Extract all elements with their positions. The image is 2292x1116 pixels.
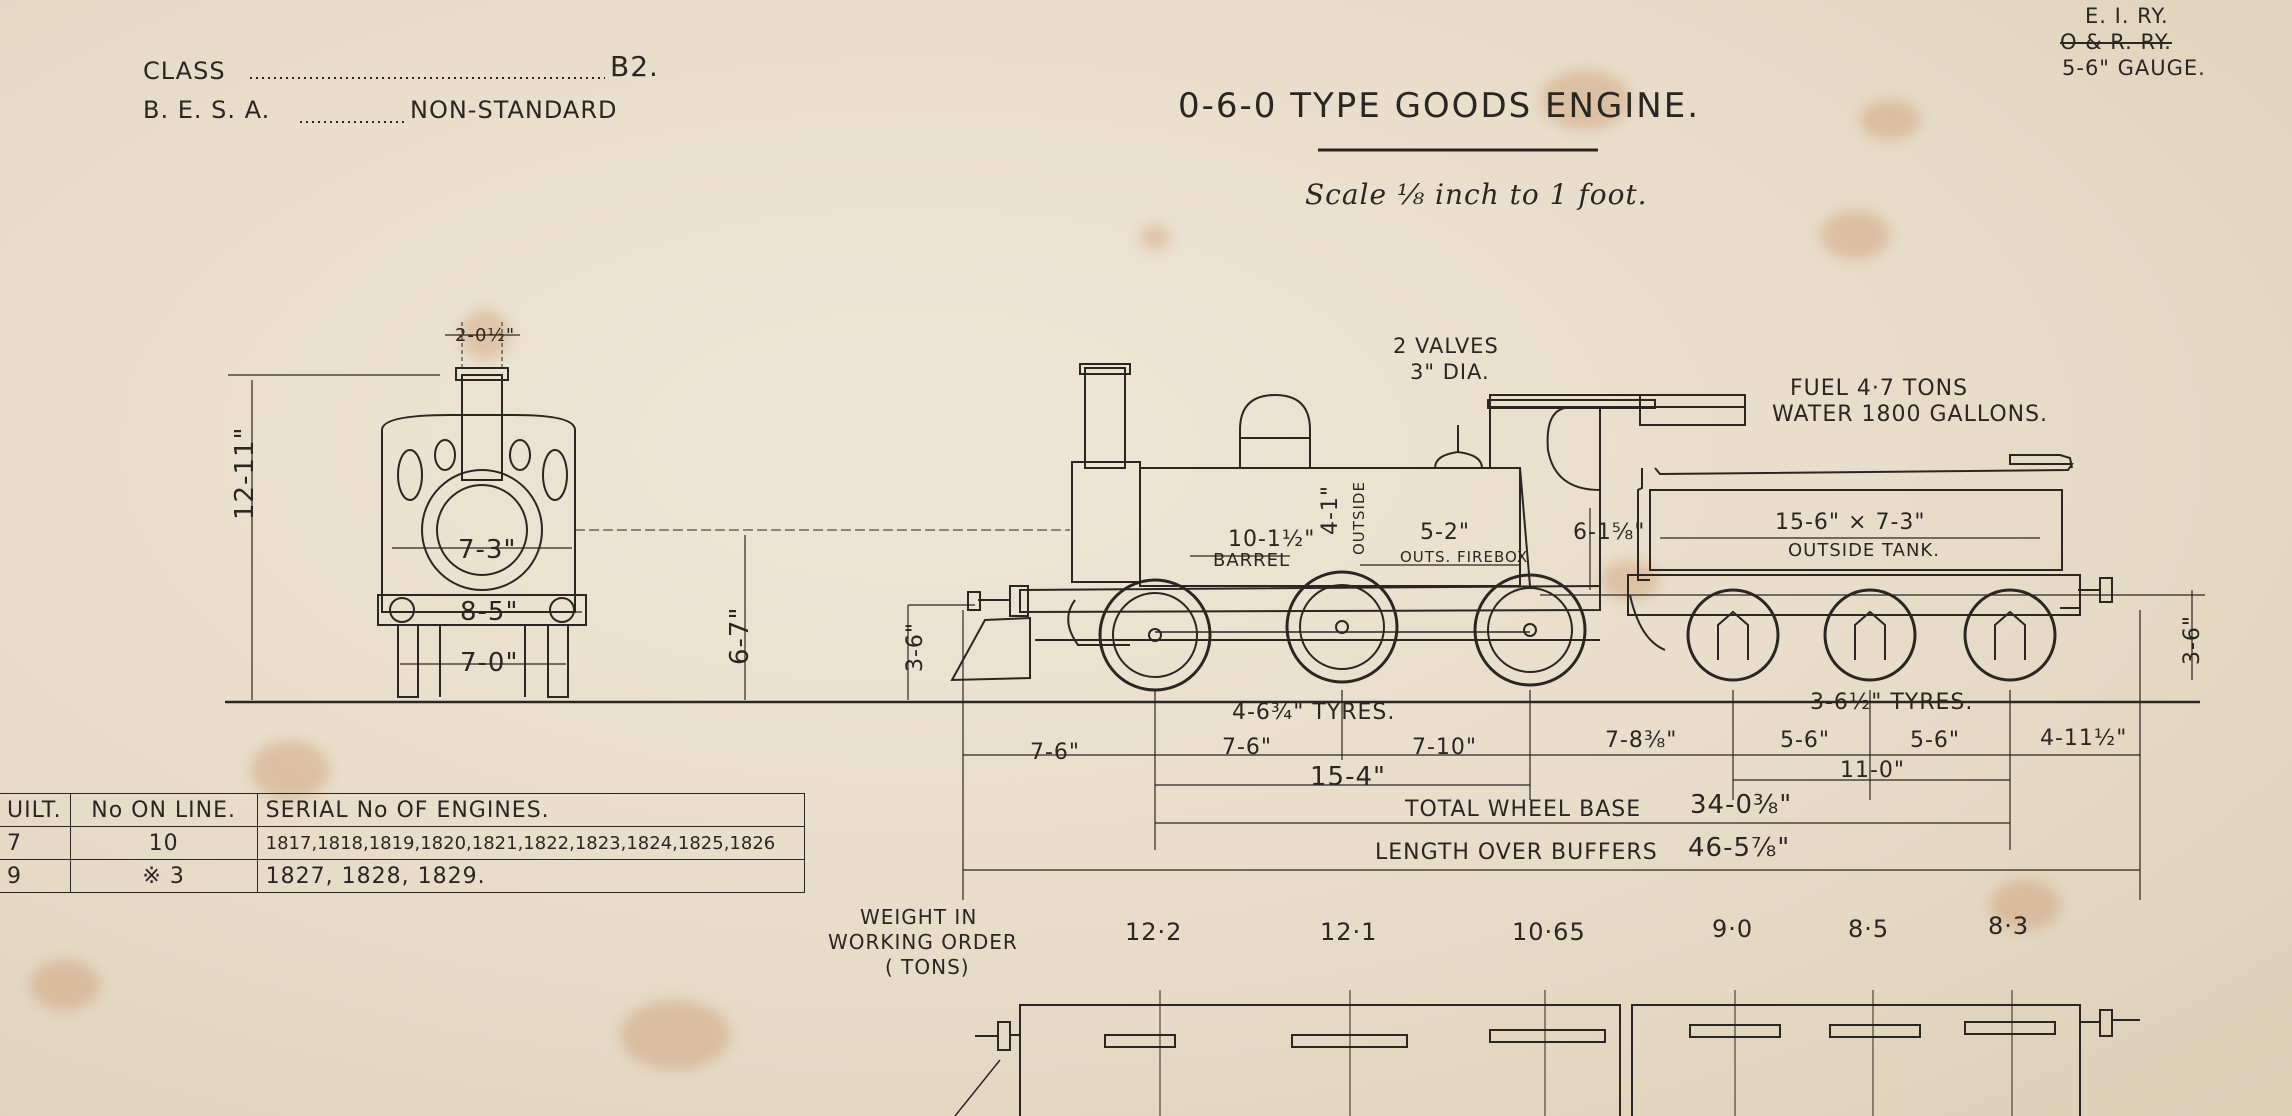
tender-tyres: 3-6½" TYRES.	[1810, 690, 1974, 715]
weight-value: 8·3	[1988, 912, 2030, 940]
class-label: CLASS	[143, 57, 226, 85]
stain	[1140, 225, 1170, 250]
side-dimension-lines	[907, 508, 2205, 900]
plan-view	[954, 990, 2140, 1116]
tank-size: 15-6" × 7-3"	[1775, 510, 1926, 535]
railway-1: E. I. RY.	[2085, 4, 2169, 28]
engine-register-table: UILT. No ON LINE. SERIAL No OF ENGINES. …	[0, 793, 805, 893]
firebox-height: 6-1⅝"	[1573, 520, 1646, 545]
length-over-buffers-label: LENGTH OVER BUFFERS	[1375, 840, 1658, 865]
weight-label-2: WORKING ORDER	[828, 930, 1018, 954]
stain	[1540, 70, 1630, 130]
cell-built: 7	[0, 826, 71, 860]
engine-wheelbase: 15-4"	[1310, 762, 1386, 792]
cell-serial-numbers: 1827, 1828, 1829.	[256, 859, 805, 893]
tender-buffer-height: 3-6"	[2180, 614, 2205, 665]
weight-label-1: WEIGHT IN	[860, 905, 978, 929]
weight-value: 12·1	[1320, 918, 1378, 946]
firebox-length: 5-2"	[1420, 520, 1471, 545]
stain	[1860, 100, 1920, 140]
engine-tyres: 4-6¾" TYRES.	[1232, 700, 1396, 725]
front-view-engine	[228, 322, 1070, 700]
firebox-label: OUTS. FIREBOX	[1400, 548, 1529, 566]
valves-line1: 2 VALVES	[1393, 334, 1499, 358]
header-serial-numbers: SERIAL No OF ENGINES.	[256, 793, 805, 827]
dim-buffer-to-leading: 7-6"	[1030, 740, 1081, 765]
weight-value: 8·5	[1848, 915, 1890, 943]
front-buffer-width: 8-5"	[460, 597, 519, 627]
front-frame-width: 7-0"	[460, 648, 519, 678]
table-header-row: UILT. No ON LINE. SERIAL No OF ENGINES.	[0, 793, 805, 827]
side-view-engine	[950, 363, 1656, 692]
dim-tender-1-2: 5-6"	[1780, 728, 1831, 753]
outside-label: OUTSIDE	[1350, 481, 1368, 555]
barrel-label: BARREL	[1213, 550, 1291, 571]
front-boiler-width: 7-3"	[458, 535, 517, 565]
stain	[1990, 880, 2060, 930]
stain	[250, 740, 330, 800]
weight-label-3: ( TONS)	[885, 955, 970, 979]
weight-value: 10·65	[1512, 918, 1586, 946]
drawing-title: 0-6-0 TYPE GOODS ENGINE.	[1178, 86, 1701, 126]
water-capacity: WATER 1800 GALLONS.	[1772, 402, 2049, 427]
boiler-centre-height: 6-7"	[725, 606, 755, 665]
weight-value: 9·0	[1712, 915, 1754, 943]
barrel-length: 10-1½"	[1228, 527, 1316, 552]
table-row: 9 ※ 3 1827, 1828, 1829.	[0, 859, 805, 893]
cell-serial-numbers: 1817,1818,1819,1820,1821,1822,1823,1824,…	[256, 826, 805, 860]
valves-line2: 3" DIA.	[1410, 360, 1490, 384]
dim-tender-to-buffer: 4-11½"	[2040, 726, 2128, 751]
besa-label: B. E. S. A.	[143, 96, 271, 124]
dim-driving-to-trailing: 7-10"	[1412, 735, 1478, 760]
stain	[1820, 210, 1890, 260]
length-over-buffers-value: 46-5⅞"	[1688, 833, 1791, 863]
dim-tender-2-3: 5-6"	[1910, 728, 1961, 753]
header-number-on-line: No ON LINE.	[69, 793, 258, 827]
cell-number-on-line: 10	[69, 826, 258, 860]
dim-engine-to-tender: 7-8⅜"	[1605, 728, 1678, 753]
tank-label: OUTSIDE TANK.	[1788, 540, 1940, 561]
total-wheelbase-label: TOTAL WHEEL BASE	[1405, 797, 1642, 822]
boiler-diameter: 4-1"	[1318, 484, 1343, 535]
cell-built: 9	[0, 859, 71, 893]
fuel-capacity: FUEL 4·7 TONS	[1790, 376, 1969, 401]
front-chimney-width: 2-0½"	[455, 325, 516, 346]
cell-number-on-line: ※ 3	[69, 859, 258, 893]
stain	[620, 1000, 730, 1070]
railway-2: O & R. RY.	[2060, 30, 2172, 54]
stain	[30, 960, 100, 1010]
engine-buffer-height: 3-6"	[903, 621, 928, 672]
table-row: 7 10 1817,1818,1819,1820,1821,1822,1823,…	[0, 826, 805, 860]
class-value: B2.	[610, 50, 659, 83]
weight-value: 12·2	[1125, 918, 1183, 946]
besa-value: NON-STANDARD	[410, 96, 618, 124]
tender-wheelbase: 11-0"	[1840, 758, 1906, 783]
dim-leading-to-driving: 7-6"	[1222, 735, 1273, 760]
scale-note: Scale ⅛ inch to 1 foot.	[1305, 178, 1648, 211]
total-wheelbase-value: 34-0⅜"	[1690, 790, 1793, 820]
front-height: 12-11"	[230, 426, 260, 520]
header-built: UILT.	[0, 793, 71, 827]
gauge-label: 5-6" GAUGE.	[2062, 56, 2206, 80]
